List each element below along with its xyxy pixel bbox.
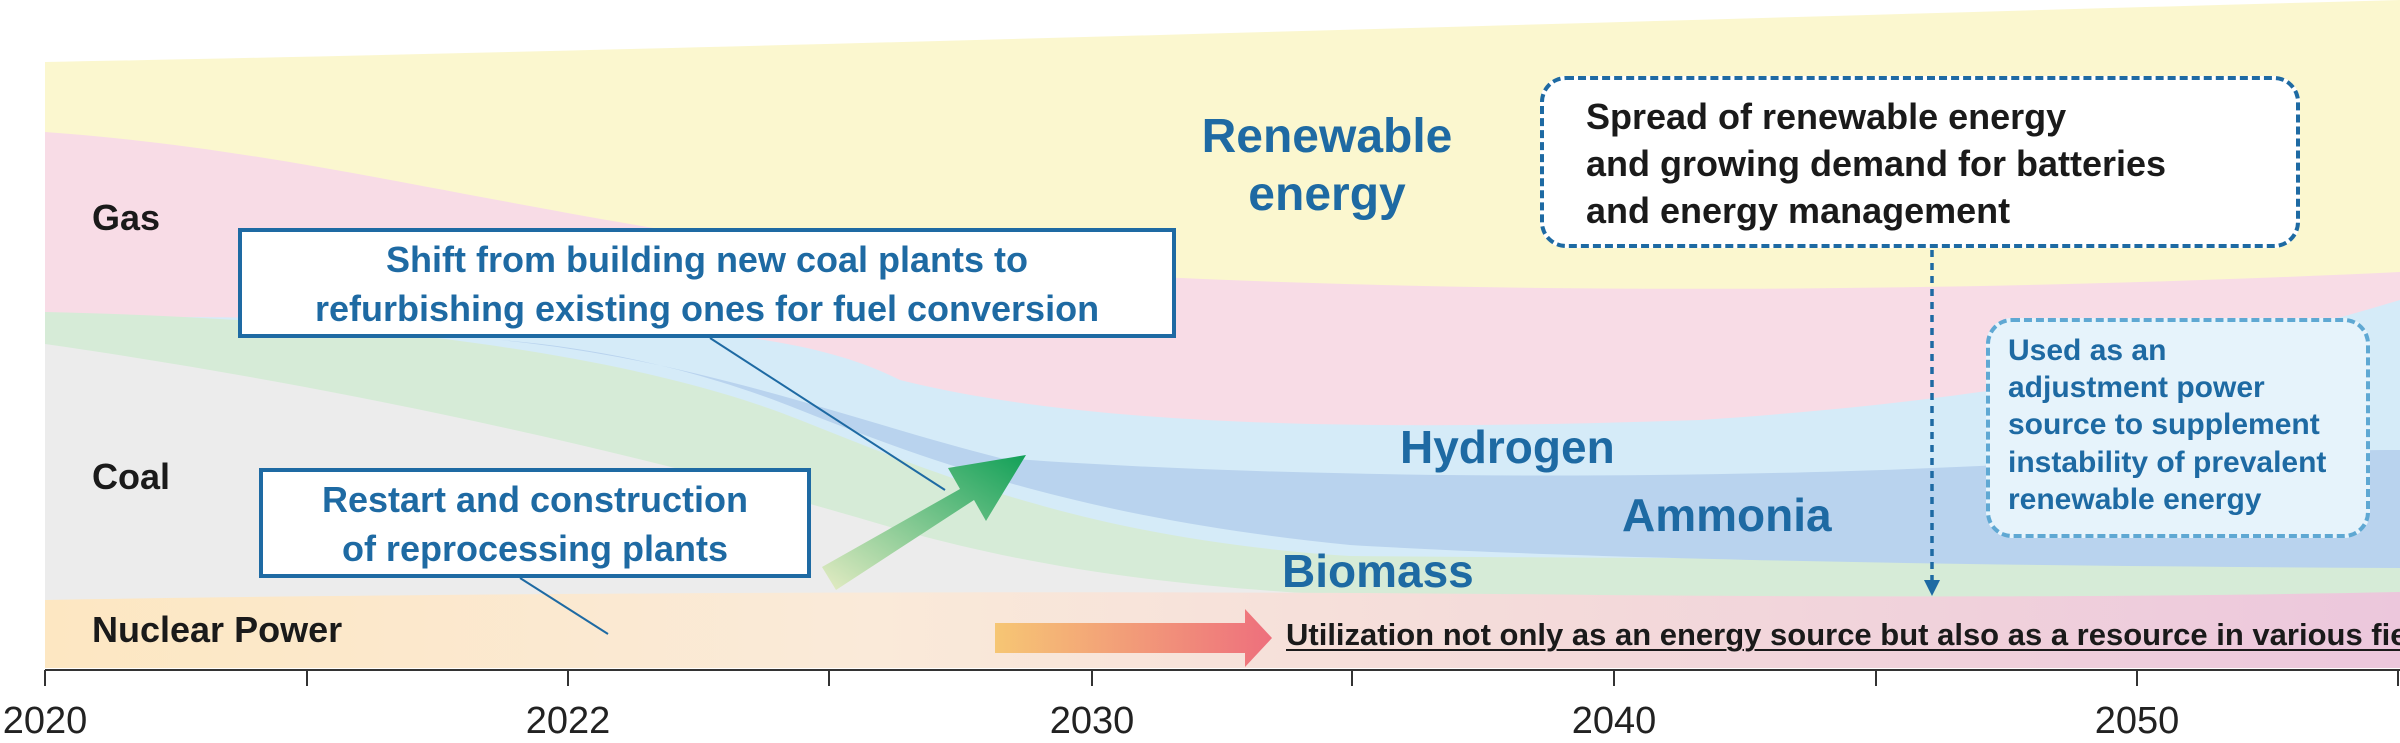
- coal-shift-line2: refurbishing existing ones for fuel conv…: [314, 287, 1100, 329]
- biomass-label: Biomass: [1282, 545, 1474, 597]
- reprocessing-line2: of reprocessing plants: [341, 527, 729, 569]
- ammonia-band: [500, 340, 2400, 568]
- ammonia-label: Ammonia: [1622, 489, 1832, 541]
- nuclear-utilization-arrow: [995, 609, 1272, 667]
- hydrogen-label: Hydrogen: [1400, 421, 1615, 473]
- reprocessing-line1: Restart and construction: [321, 479, 749, 520]
- axis-tick-marks: [44, 670, 2399, 686]
- coal-shift-connector: [709, 337, 946, 491]
- adjustment-line5: renewable energy: [2008, 482, 2262, 516]
- adjustment-line1: Used as an: [2008, 334, 2167, 367]
- renewable-label-line1: Renewable: [1201, 110, 1453, 163]
- axis-tick-label: 2020: [2, 700, 88, 742]
- renewable-spread-line1: Spread of renewable energy: [1586, 96, 2067, 137]
- renewable-spread-arrowhead: [1924, 580, 1940, 596]
- renewable-spread-line3: and energy management: [1586, 189, 2011, 231]
- nuclear-power-label: Nuclear Power: [92, 609, 343, 650]
- adjustment-line4: instability of prevalent: [2008, 445, 2327, 479]
- renewable-label-line2: energy: [1248, 167, 1406, 221]
- axis-tick-label: 2050: [2094, 700, 2180, 742]
- renewable-spread-callout: Spread of renewable energy and growing d…: [1540, 76, 2300, 248]
- green-shift-arrow: [822, 455, 1026, 590]
- reprocessing-callout: Restart and construction of reprocessing…: [259, 468, 811, 578]
- axis-tick-label: 2022: [525, 700, 611, 742]
- adjustment-line3: source to supplement: [2008, 408, 2320, 442]
- coal-label: Coal: [92, 456, 171, 497]
- gas-label: Gas: [92, 197, 161, 238]
- coal-shift-line1: Shift from building new coal plants to: [386, 239, 1028, 280]
- renewable-spread-line2: and growing demand for batteries: [1586, 142, 2167, 184]
- reprocessing-connector: [519, 577, 609, 635]
- coal-shift-callout: Shift from building new coal plants to r…: [238, 228, 1176, 338]
- axis-tick-label: 2030: [1049, 700, 1135, 742]
- nuclear-utilization-text: Utilization not only as an energy source…: [1286, 617, 2400, 652]
- axis-tick-label: 2040: [1571, 700, 1657, 742]
- adjustment-power-callout: Used as an adjustment power source to su…: [1986, 318, 2370, 538]
- renewable-energy-label: Renewable energy: [1192, 108, 1462, 223]
- adjustment-line2: adjustment power: [2008, 371, 2265, 405]
